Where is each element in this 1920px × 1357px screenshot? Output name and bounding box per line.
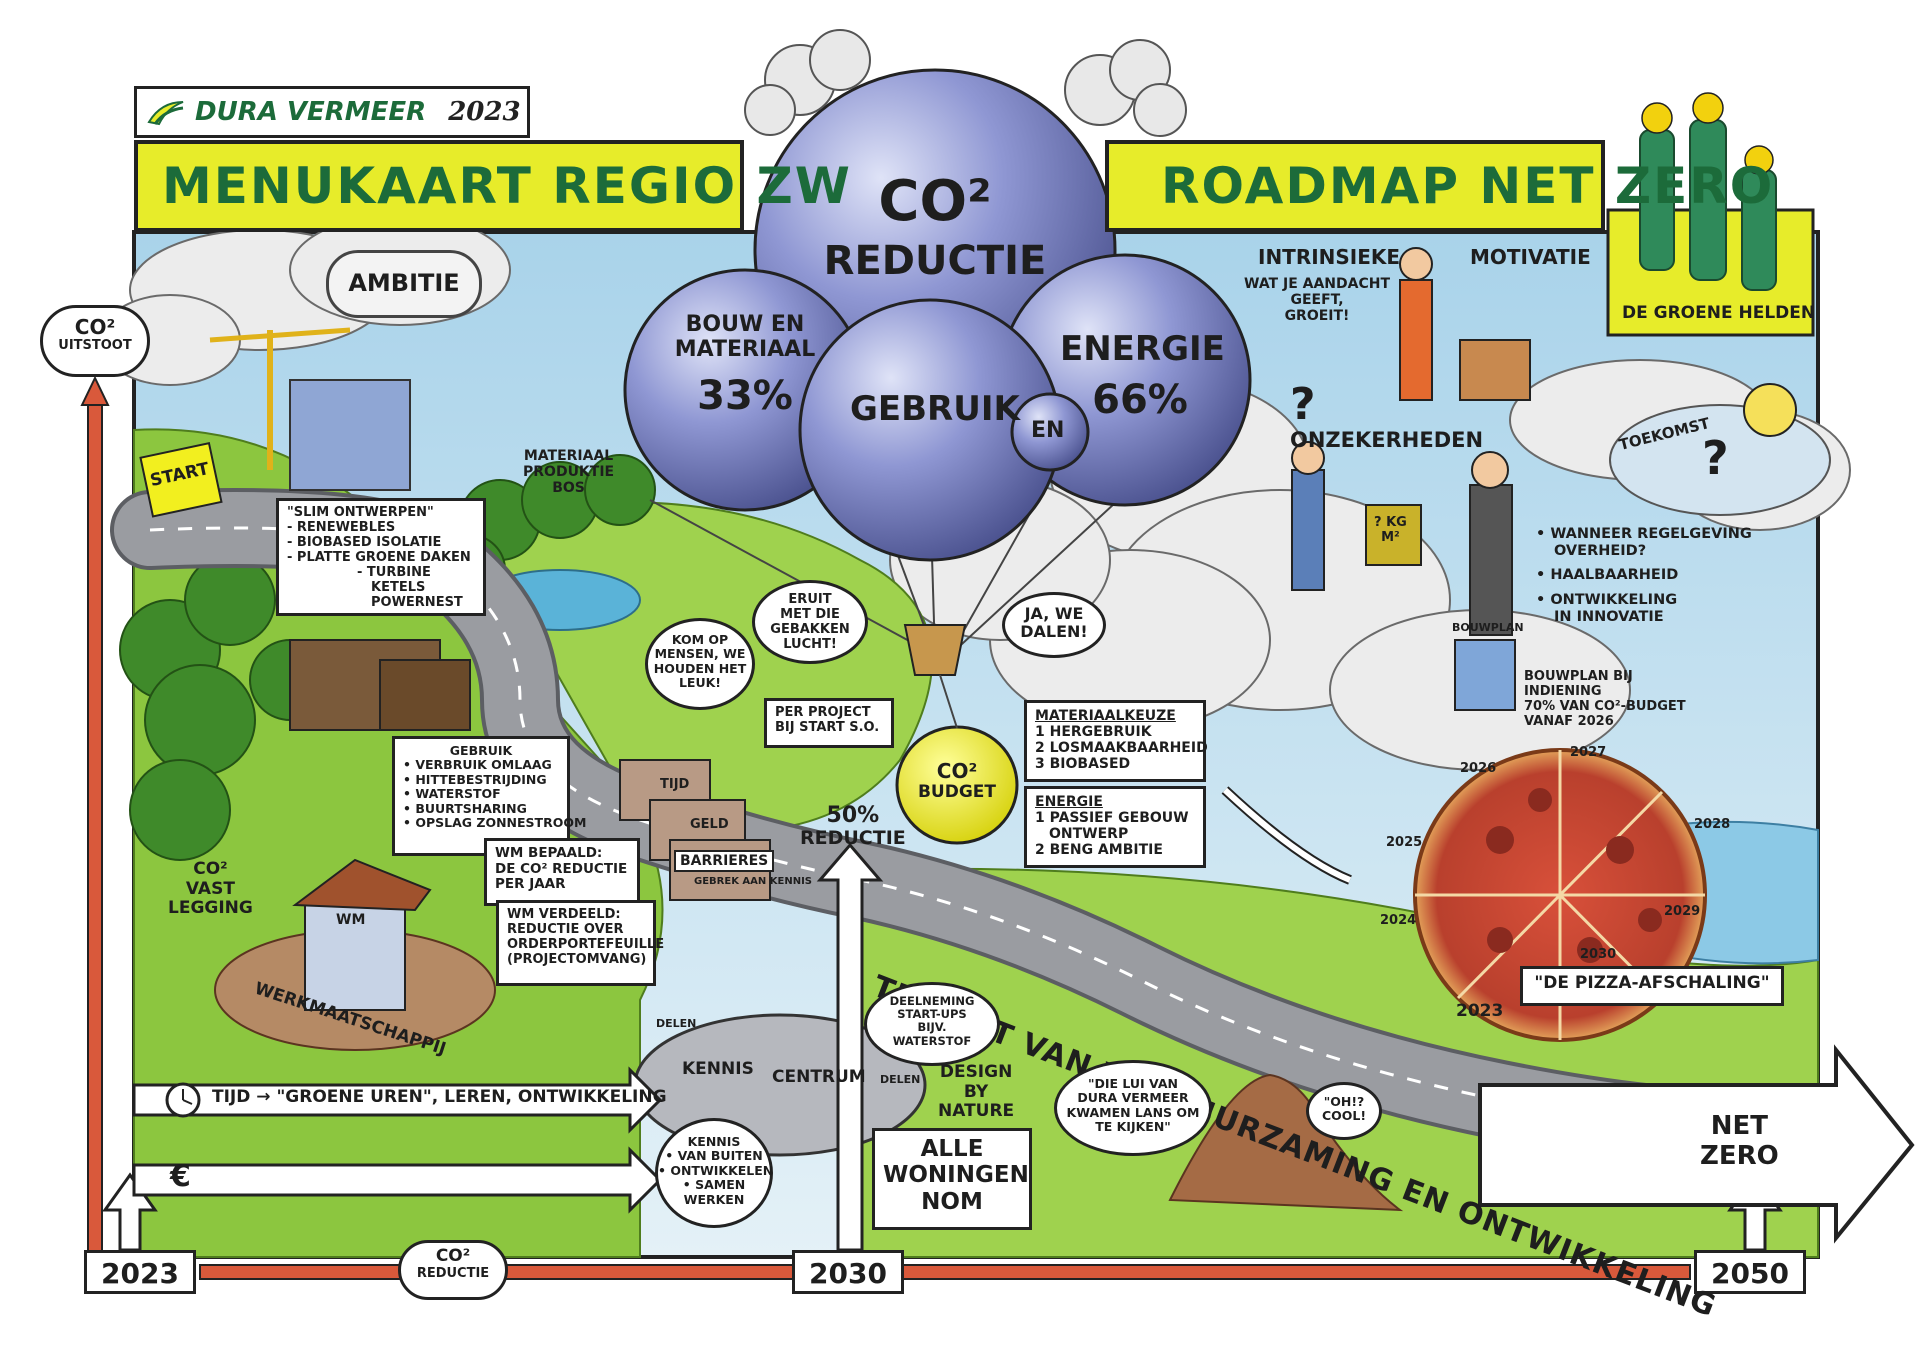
title-banner-left: MENUKAART REGIO ZW — [134, 140, 850, 232]
eruit-bubble: ERUIT MET DIE GEBAKKEN LUCHT! — [752, 580, 868, 664]
tijd-label: TIJD → "GROENE UREN", LEREN, ONTWIKKELIN… — [212, 1087, 667, 1107]
barrier-geld: GELD — [690, 817, 729, 832]
balloon-en-text: EN — [1031, 418, 1065, 443]
gardening-woman — [1399, 279, 1433, 401]
energie-box: ENERGIE 1 PASSIEF GEBOUW ONTWERP 2 BENG … — [1024, 786, 1206, 868]
brand-year: 2023 — [448, 97, 521, 127]
y-axis-arrow — [80, 375, 110, 406]
co2-reductie-cloud: CO² REDUCTIE — [398, 1240, 508, 1300]
per-project-box: PER PROJECT BIJ START S.O. — [764, 698, 894, 748]
brand-name: DURA VERMEER — [195, 97, 427, 127]
ambitie-cloud: AMBITIE — [326, 250, 482, 318]
year-2023-box: 2023 — [84, 1250, 196, 1294]
barrier-barrieres: BARRIERES — [674, 850, 775, 873]
pizza-year-2024: 2024 — [1380, 913, 1417, 928]
title-banner-right: ROADMAP NET ZERO — [1105, 140, 1772, 232]
balloon-main-text: CO² REDUCTIE — [823, 169, 1047, 285]
delen-label-right: DELEN — [880, 1073, 921, 1086]
wm-bepaald-box: WM BEPAALD: DE CO² REDUCTIE PER JAAR — [484, 838, 640, 906]
toekomst-question-icon: ? — [1702, 431, 1729, 485]
title-right: ROADMAP NET ZERO — [1161, 157, 1775, 215]
barrier-kennis: GEBREK AAN KENNIS — [694, 876, 812, 887]
pizza-year-2027: 2027 — [1570, 745, 1607, 760]
deelneming-bubble: DEELNEMING START-UPS BIJV. WATERSTOF — [864, 982, 1000, 1066]
crane — [209, 327, 351, 470]
balloon-energie-text: ENERGIE 66% — [1060, 329, 1225, 424]
euro-icon: € — [170, 1159, 191, 1194]
delen-label-left: DELEN — [656, 1017, 697, 1030]
pizza-year-2029: 2029 — [1664, 904, 1701, 919]
aandacht-label: WAT JE AANDACHT GEEFT, GROEIT! — [1244, 276, 1391, 325]
pizza-year-2023: 2023 — [1456, 1001, 1504, 1021]
balloon-en — [1010, 392, 1090, 472]
reductie-50-label: 50% REDUCTIE — [800, 803, 906, 850]
pizza-year-2025: 2025 — [1386, 835, 1423, 850]
balloon-basket — [903, 624, 967, 676]
brand-box: DURA VERMEER 2023 — [134, 86, 530, 138]
co2-uitstoot-cloud: CO² UITSTOOT — [40, 305, 150, 377]
y-axis-label-2: UITSTOOT — [58, 338, 132, 353]
thinking-man — [1291, 469, 1325, 591]
gebruik-box: GEBRUIK • VERBRUIK OMLAAG • HITTEBESTRIJ… — [392, 736, 586, 856]
wm-verdeeld-box: WM VERDEELD: REDUCTIE OVER ORDERPORTEFEU… — [496, 900, 664, 986]
bouwplan-building — [1454, 639, 1516, 711]
building-under-construction — [289, 379, 411, 491]
y-axis-bar — [87, 399, 103, 1261]
year-2050-box: 2050 — [1694, 1250, 1806, 1294]
barrier-tijd: TIJD — [660, 777, 690, 792]
materiaal-bos-label: MATERIAAL PRODUKTIE BOS — [523, 448, 615, 497]
ja-we-dalen-bubble: JA, WE DALEN! — [1002, 592, 1106, 658]
title-left: MENUKAART REGIO ZW — [162, 157, 852, 215]
questions-list: • WANNEER REGELGEVING OVERHEID? • HAALBA… — [1536, 526, 1752, 625]
materiaalkeuze-box: MATERIAALKEUZE 1 HERGEBRUIK 2 LOSMAAKBAA… — [1024, 700, 1208, 782]
net-zero-label: NET ZERO — [1700, 1111, 1779, 1171]
pizza-year-2030: 2030 — [1580, 947, 1617, 962]
start-sign — [139, 441, 223, 518]
weight-icon — [1365, 504, 1422, 566]
tijd-arrow — [132, 1066, 663, 1134]
dura-vermeer-logo-icon — [147, 98, 185, 126]
euro-arrow — [132, 1146, 663, 1214]
question-mark-icon: ? — [1290, 379, 1316, 430]
pizza-toppings — [1486, 788, 1662, 963]
steam-puffs — [744, 29, 1187, 137]
bouwplan-text: BOUWPLAN BIJ INDIENING 70% VAN CO²-BUDGE… — [1524, 669, 1686, 729]
oh-cool-bubble: "OH!? COOL! — [1306, 1082, 1382, 1140]
year-2030-box: 2030 — [792, 1250, 904, 1294]
die-lui-bubble: "DIE LUI VAN DURA VERMEER KWAMEN LANS OM… — [1054, 1060, 1212, 1156]
official-man — [1469, 484, 1513, 636]
pizza-caption-box: "DE PIZZA-AFSCHALING" — [1520, 966, 1784, 1006]
kenniscentrum-kennis: KENNIS — [682, 1059, 754, 1079]
pizza-year-2028: 2028 — [1694, 817, 1731, 832]
road-marking — [149, 526, 1761, 1132]
plant-crate — [1459, 339, 1531, 401]
wm-sign: WM — [336, 912, 366, 928]
wm-building — [304, 899, 406, 1011]
balloon-gebruik-text: GEBRUIK — [850, 389, 1020, 429]
balloon-bouw-text: BOUW EN MATERIAAL 33% — [674, 312, 816, 419]
kom-op-bubble: KOM OP MENSEN, WE HOUDEN HET LEUK! — [645, 618, 755, 710]
budget-bag-text: CO² BUDGET — [917, 759, 997, 802]
heroes-caption: DE GROENE HELDEN — [1622, 303, 1816, 323]
x-axis-bar — [199, 1264, 1691, 1280]
termite-mound — [1168, 1073, 1404, 1212]
sun-icon — [1743, 383, 1797, 437]
kennis-bubble: KENNIS • VAN BUITEN • ONTWIKKELEN • SAME… — [655, 1118, 773, 1228]
onzekerheden-label: ONZEKERHEDEN — [1290, 428, 1484, 452]
motivatie-label: MOTIVATIE — [1470, 245, 1591, 269]
bouwplan-label: BOUWPLAN — [1452, 621, 1524, 634]
intrinsieke-label: INTRINSIEKE — [1258, 245, 1401, 269]
weight-label: ? KG M² — [1374, 515, 1407, 545]
green-heroes — [1639, 119, 1777, 291]
alle-woningen-box: ALLE WONINGEN NOM — [872, 1128, 1032, 1230]
slim-ontwerpen-box: "SLIM ONTWERPEN" - RENEWEBLES - BIOBASED… — [276, 498, 486, 616]
kenniscentrum-centrum: CENTRUM — [772, 1067, 866, 1087]
pizza-year-2026: 2026 — [1460, 761, 1497, 776]
y-axis-label-1: CO² — [74, 315, 116, 339]
forest — [119, 454, 656, 861]
co2-vastlegging-label: CO² VAST LEGGING — [168, 859, 253, 919]
net-zero-arrow — [1478, 1044, 1915, 1244]
design-by-nature-label: DESIGN BY NATURE — [938, 1062, 1015, 1122]
